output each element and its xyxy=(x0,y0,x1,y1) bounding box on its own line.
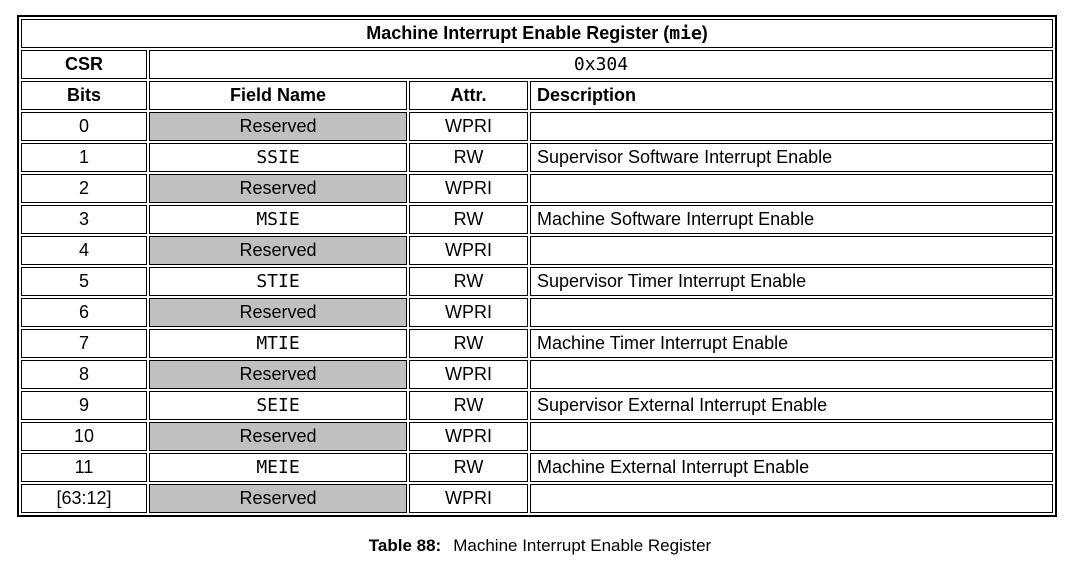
table-row: 2 Reserved WPRI xyxy=(21,174,1053,203)
description-cell: Machine Timer Interrupt Enable xyxy=(530,329,1053,358)
attr-cell: RW xyxy=(409,143,528,172)
bits-cell: 9 xyxy=(21,391,147,420)
table-row: 6 Reserved WPRI xyxy=(21,298,1053,327)
attr-cell: RW xyxy=(409,453,528,482)
bits-cell: 0 xyxy=(21,112,147,141)
field-name-cell: SSIE xyxy=(149,143,407,172)
field-name-cell: Reserved xyxy=(149,112,407,141)
field-name-cell: Reserved xyxy=(149,360,407,389)
field-name-cell: STIE xyxy=(149,267,407,296)
table-row: 9 SEIE RW Supervisor External Interrupt … xyxy=(21,391,1053,420)
table-caption: Table 88: Machine Interrupt Enable Regist… xyxy=(0,536,1080,556)
table-row: [63:12] Reserved WPRI xyxy=(21,484,1053,513)
field-name-cell: Reserved xyxy=(149,484,407,513)
field-name-cell: MTIE xyxy=(149,329,407,358)
csr-label: CSR xyxy=(21,50,147,79)
field-name-cell: MEIE xyxy=(149,453,407,482)
bits-cell: 8 xyxy=(21,360,147,389)
csr-row: CSR 0x304 xyxy=(21,50,1053,79)
description-cell xyxy=(530,484,1053,513)
title-text-after: ) xyxy=(701,23,708,43)
column-header-bits: Bits xyxy=(21,81,147,110)
bits-cell: 7 xyxy=(21,329,147,358)
table-row: 11 MEIE RW Machine External Interrupt En… xyxy=(21,453,1053,482)
title-row: Machine Interrupt Enable Register (mie) xyxy=(21,19,1053,48)
table-row: 3 MSIE RW Machine Software Interrupt Ena… xyxy=(21,205,1053,234)
bits-cell: 4 xyxy=(21,236,147,265)
title-text-before: Machine Interrupt Enable Register ( xyxy=(366,23,670,43)
mie-register-table: Machine Interrupt Enable Register (mie) … xyxy=(17,15,1057,517)
caption-text: Machine Interrupt Enable Register xyxy=(453,536,712,555)
attr-cell: RW xyxy=(409,391,528,420)
description-cell xyxy=(530,298,1053,327)
column-header-description: Description xyxy=(530,81,1053,110)
description-cell: Supervisor Software Interrupt Enable xyxy=(530,143,1053,172)
bits-cell: 10 xyxy=(21,422,147,451)
column-header-field-name: Field Name xyxy=(149,81,407,110)
description-cell xyxy=(530,422,1053,451)
table-row: 7 MTIE RW Machine Timer Interrupt Enable xyxy=(21,329,1053,358)
attr-cell: WPRI xyxy=(409,112,528,141)
attr-cell: RW xyxy=(409,329,528,358)
bits-cell: 2 xyxy=(21,174,147,203)
field-name-cell: Reserved xyxy=(149,298,407,327)
field-name-cell: Reserved xyxy=(149,422,407,451)
table-row: 1 SSIE RW Supervisor Software Interrupt … xyxy=(21,143,1053,172)
attr-cell: WPRI xyxy=(409,174,528,203)
caption-label: Table 88: xyxy=(368,536,442,555)
bits-cell: 11 xyxy=(21,453,147,482)
description-cell: Machine External Interrupt Enable xyxy=(530,453,1053,482)
title-register-mnemonic: mie xyxy=(669,23,702,44)
bits-cell: 5 xyxy=(21,267,147,296)
table-row: 5 STIE RW Supervisor Timer Interrupt Ena… xyxy=(21,267,1053,296)
column-header-attr: Attr. xyxy=(409,81,528,110)
attr-cell: WPRI xyxy=(409,422,528,451)
bits-cell: 1 xyxy=(21,143,147,172)
table-row: 8 Reserved WPRI xyxy=(21,360,1053,389)
field-name-cell: SEIE xyxy=(149,391,407,420)
attr-cell: WPRI xyxy=(409,236,528,265)
bits-cell: 3 xyxy=(21,205,147,234)
attr-cell: WPRI xyxy=(409,484,528,513)
bits-cell: 6 xyxy=(21,298,147,327)
description-cell: Supervisor External Interrupt Enable xyxy=(530,391,1053,420)
description-cell xyxy=(530,174,1053,203)
csr-value: 0x304 xyxy=(149,50,1053,79)
attr-cell: WPRI xyxy=(409,360,528,389)
table-row: 10 Reserved WPRI xyxy=(21,422,1053,451)
attr-cell: RW xyxy=(409,205,528,234)
bits-cell: [63:12] xyxy=(21,484,147,513)
description-cell: Machine Software Interrupt Enable xyxy=(530,205,1053,234)
header-row: Bits Field Name Attr. Description xyxy=(21,81,1053,110)
field-name-cell: Reserved xyxy=(149,174,407,203)
table-row: 0 Reserved WPRI xyxy=(21,112,1053,141)
description-cell: Supervisor Timer Interrupt Enable xyxy=(530,267,1053,296)
field-name-cell: MSIE xyxy=(149,205,407,234)
description-cell xyxy=(530,236,1053,265)
field-name-cell: Reserved xyxy=(149,236,407,265)
attr-cell: WPRI xyxy=(409,298,528,327)
table-row: 4 Reserved WPRI xyxy=(21,236,1053,265)
description-cell xyxy=(530,112,1053,141)
attr-cell: RW xyxy=(409,267,528,296)
description-cell xyxy=(530,360,1053,389)
table-title: Machine Interrupt Enable Register (mie) xyxy=(21,19,1053,48)
